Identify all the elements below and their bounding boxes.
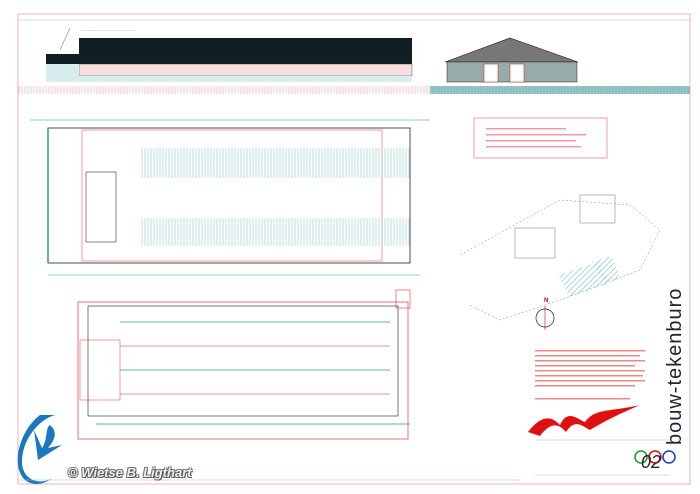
watermark-text: © Wietse B. Ligthart	[68, 465, 192, 480]
svg-text:—— ——— ———— —— ——— ———: —— ——— ———— —— ——— ———	[80, 28, 135, 32]
brand-name: bouw-tekenburo	[664, 287, 686, 445]
side-elevation	[444, 37, 579, 83]
floor-plan	[30, 119, 430, 276]
sheet-number: 02	[641, 452, 662, 472]
notes-lines	[486, 128, 586, 148]
watermark-logo	[17, 415, 55, 484]
front-elevation: —— ——— ———— —— ——— ———	[46, 27, 413, 82]
site-plan	[459, 194, 661, 330]
north-label: N	[544, 298, 549, 304]
logo-circle-red	[648, 450, 662, 464]
specification-text	[535, 350, 645, 400]
roof-plan	[77, 289, 411, 440]
company-logo	[528, 405, 640, 436]
notes-box	[473, 117, 608, 159]
sheet-border	[17, 13, 691, 485]
logo-circle-blue	[662, 450, 676, 464]
logo-circle-green	[634, 450, 648, 464]
